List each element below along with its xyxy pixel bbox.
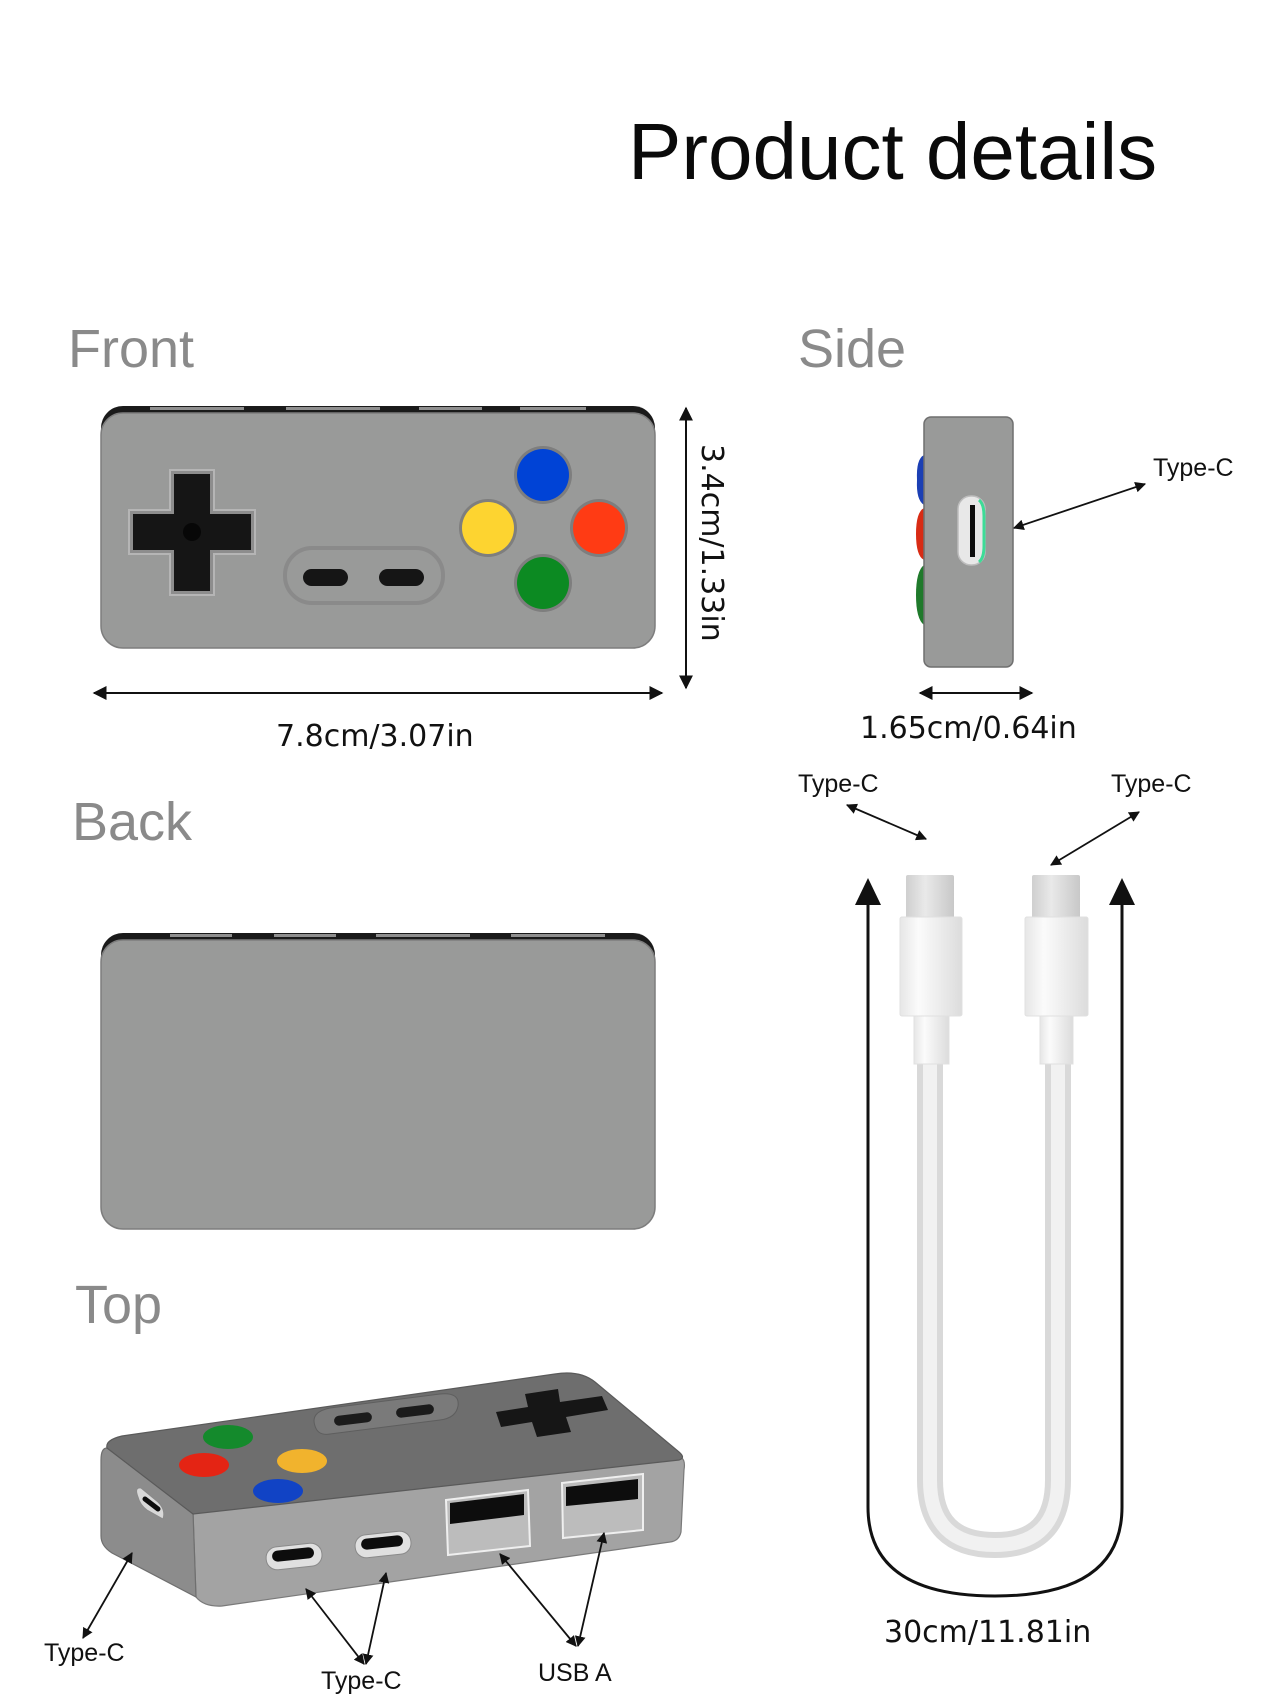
cable-left-connector-label: Type-C [798, 770, 879, 798]
top-port-usba-1-icon [444, 1488, 532, 1557]
top-port-arrow-1-icon [82, 1552, 133, 1639]
top-port-arrow-5-icon [574, 1531, 608, 1648]
dpad-icon [128, 469, 256, 596]
top-port-arrow-2-icon [305, 1588, 365, 1665]
usb-c-port-icon [957, 495, 986, 566]
top-port-usbc-2-icon [354, 1530, 412, 1559]
top-port-arrow-4-icon [499, 1553, 577, 1647]
top-view-device [100, 1372, 686, 1607]
front-height-dimension: 3.4cm/1.33in [694, 444, 729, 642]
cable-length-dimension: 30cm/11.81in [884, 1615, 1092, 1650]
front-width-dimension: 7.8cm/3.07in [276, 719, 474, 754]
top-port-label-typec-front: Type-C [321, 1667, 402, 1695]
cable-right-connector-arrow-icon [1050, 811, 1140, 866]
side-view-label: Side [798, 319, 907, 379]
page-title: Product details [628, 107, 1158, 196]
side-port-label: Type-C [1153, 454, 1234, 482]
top-port-label-usba: USB A [538, 1659, 612, 1687]
side-depth-dimension: 1.65cm/0.64in [860, 711, 1077, 746]
back-view-label: Back [72, 792, 193, 852]
side-view-device [916, 416, 1014, 668]
top-port-arrow-3-icon [362, 1571, 390, 1666]
cable-right-connector-label: Type-C [1111, 770, 1192, 798]
back-view-device [100, 933, 656, 1230]
top-port-usbc-side-icon [136, 1487, 165, 1520]
start-select-icon [283, 546, 445, 605]
cable-left-connector-arrow-icon [846, 803, 927, 841]
top-view-label: Top [75, 1275, 163, 1335]
top-port-label-typec-side: Type-C [44, 1639, 125, 1667]
side-port-arrow-icon [1012, 481, 1147, 531]
face-buttons-icon [459, 446, 628, 612]
top-port-usbc-1-icon [265, 1542, 323, 1571]
usb-c-cable-icon [855, 875, 1135, 1598]
top-port-usba-2-icon [560, 1472, 644, 1540]
front-view-label: Front [68, 319, 195, 379]
front-view-device [100, 406, 656, 649]
